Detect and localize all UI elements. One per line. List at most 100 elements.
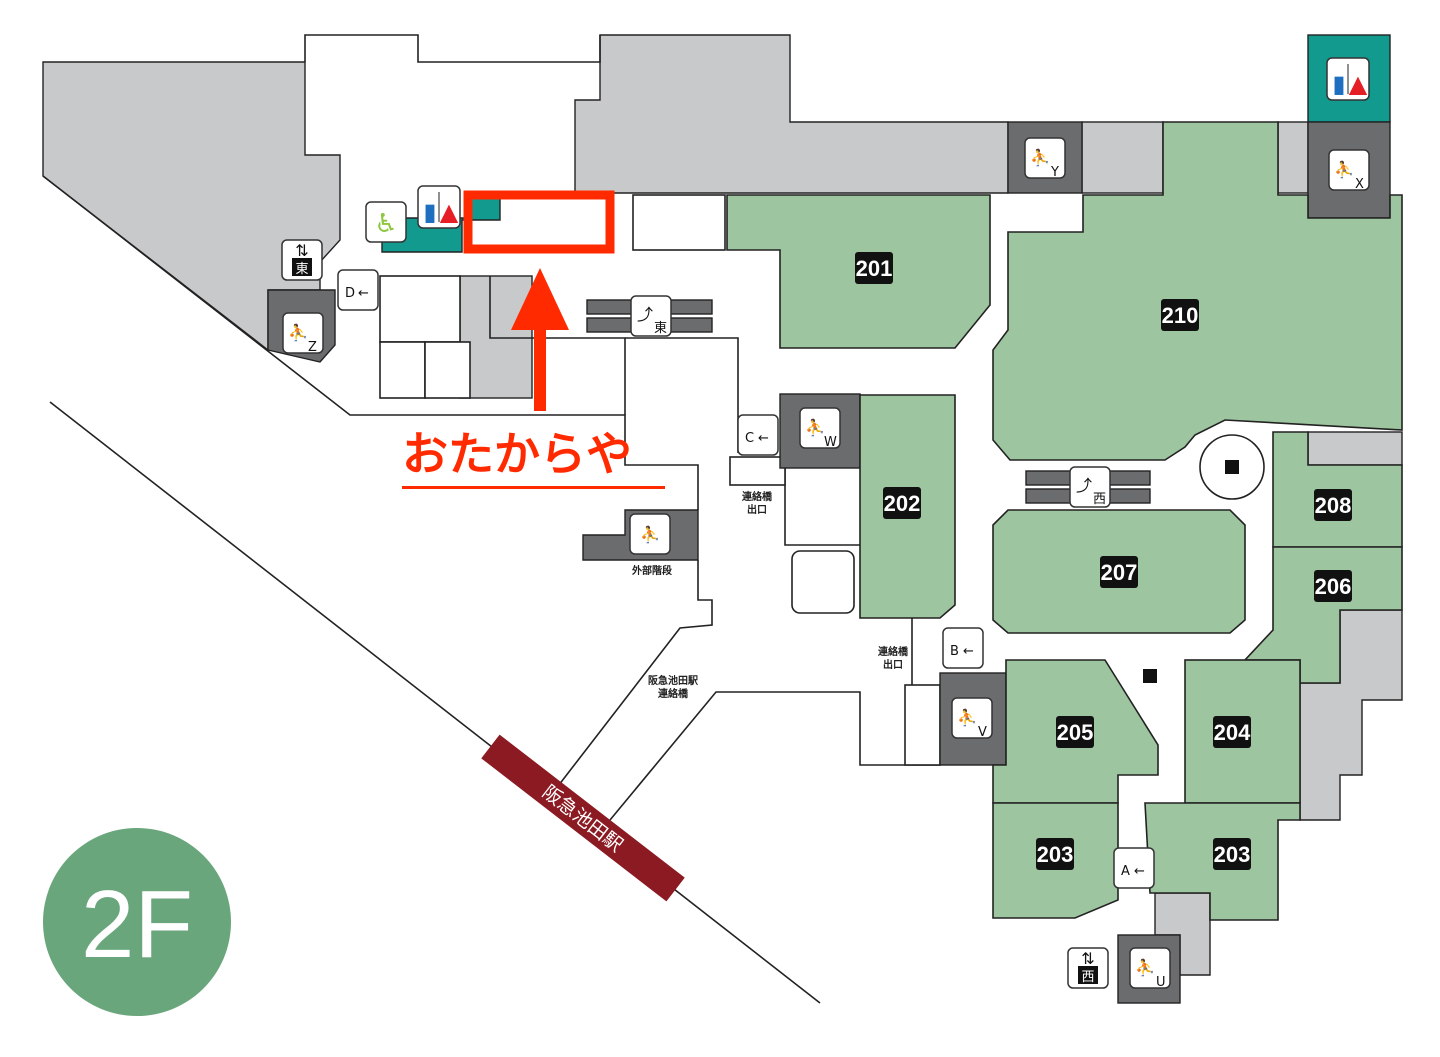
svg-text:D: D: [345, 286, 355, 301]
svg-text:204: 204: [1214, 720, 1251, 745]
building-outline-west: [42, 175, 699, 510]
room-label-210: 210: [1161, 299, 1199, 331]
elevator-west-icon[interactable]: ⇅西: [1067, 947, 1109, 989]
corridor-outline: [554, 560, 713, 791]
arrow-up-icon: [511, 268, 569, 411]
room-block: [632, 194, 726, 251]
svg-text:←: ←: [1134, 864, 1145, 879]
escalator-west-icon[interactable]: ⤴西: [1069, 466, 1111, 508]
svg-text:206: 206: [1315, 574, 1352, 599]
corridor-outline-2: [609, 691, 940, 821]
exit-a-icon[interactable]: A←: [1113, 847, 1155, 889]
exit-b-icon[interactable]: B←: [942, 627, 984, 669]
stairs-z-icon[interactable]: ⛹Z: [282, 312, 324, 355]
svg-text:W: W: [824, 435, 837, 450]
escalator-east-icon[interactable]: ⤴東: [630, 295, 672, 337]
station-label: 阪急池田駅: [538, 781, 627, 857]
svg-text:西: 西: [1081, 970, 1094, 985]
svg-text:⛹: ⛹: [640, 525, 660, 544]
stairs-u-icon[interactable]: ⛹U: [1129, 947, 1171, 990]
svg-text:B: B: [950, 644, 959, 659]
svg-text:⇅: ⇅: [1081, 949, 1094, 968]
stairs-y-icon[interactable]: ⛹Y: [1024, 137, 1066, 180]
highlight-box: [463, 190, 615, 254]
svg-text:▲: ▲: [440, 198, 459, 226]
shop-210[interactable]: [992, 121, 1403, 461]
external-stairs-label: 外部階段: [631, 564, 672, 577]
svg-text:203: 203: [1214, 842, 1251, 867]
wall: [49, 401, 821, 1004]
room-label-207: 207: [1100, 556, 1138, 588]
svg-text:X: X: [1355, 177, 1364, 192]
elevator-east-icon[interactable]: ⇅東: [281, 239, 323, 281]
svg-text:203: 203: [1037, 842, 1074, 867]
svg-text:東: 東: [654, 320, 667, 336]
restroom-icon: ▮▲: [417, 185, 461, 229]
building-outline-north: [304, 34, 601, 63]
exit-d-icon[interactable]: D←: [337, 269, 379, 311]
bridge-exit-label: 連絡橋: [742, 490, 773, 503]
svg-text:C: C: [745, 431, 754, 446]
svg-text:V: V: [978, 725, 987, 740]
shop-name-label: おたからや: [402, 427, 632, 481]
external-stairs-icon[interactable]: ⛹: [629, 513, 671, 555]
restroom-icon: ▮▲: [1326, 57, 1370, 101]
svg-text:東: 東: [295, 261, 308, 277]
kiosk: [791, 550, 855, 614]
bridge-exit-label: 出口: [883, 658, 903, 671]
stairs-x-icon[interactable]: ⛹X: [1328, 149, 1370, 192]
svg-text:⇅: ⇅: [295, 241, 308, 260]
svg-text:U: U: [1156, 975, 1166, 990]
svg-text:201: 201: [856, 256, 893, 281]
stairs-w-icon[interactable]: ⛹W: [799, 407, 841, 450]
svg-text:⛹: ⛹: [1135, 958, 1155, 977]
room-label-203-east: 203: [1213, 838, 1251, 870]
shop-206[interactable]: [1243, 546, 1403, 684]
svg-text:♿: ♿: [374, 209, 397, 239]
shop-name-underline: [402, 486, 665, 489]
svg-text:▮: ▮: [423, 198, 436, 226]
svg-text:202: 202: [884, 491, 921, 516]
hankyu-ikeda-station[interactable]: 阪急池田駅: [481, 734, 685, 902]
room-label-204: 204: [1213, 716, 1251, 748]
svg-text:⤴: ⤴: [637, 305, 653, 324]
room-label-205: 205: [1056, 716, 1094, 748]
stairs-v-icon[interactable]: ⛹V: [951, 697, 993, 740]
room-label-203-west: 203: [1036, 838, 1074, 870]
room-outline: [625, 337, 739, 453]
svg-text:←: ←: [758, 431, 769, 446]
hankyu-bridge-label: 連絡橋: [658, 687, 689, 700]
room-label-208: 208: [1314, 489, 1352, 521]
accessible-restroom-icon: ♿: [365, 201, 407, 243]
room-outline: [489, 276, 626, 415]
backyard-area-y: [1081, 121, 1164, 194]
info-marker: [1143, 669, 1157, 683]
room-block: [379, 341, 426, 399]
bridge-exit-c-gate: [729, 456, 786, 486]
svg-text:Y: Y: [1050, 165, 1059, 180]
floor-label: 2F: [81, 871, 193, 978]
room-label-201: 201: [855, 252, 893, 284]
room-label-202: 202: [883, 487, 921, 519]
room-block: [424, 341, 471, 399]
svg-text:▲: ▲: [1349, 70, 1368, 98]
svg-text:⛹: ⛹: [805, 418, 825, 437]
backyard-area-208: [1307, 431, 1403, 466]
room-block: [379, 275, 461, 343]
svg-text:⛹: ⛹: [288, 323, 308, 342]
exit-c-icon[interactable]: C←: [737, 414, 779, 456]
floor-badge: 2F: [43, 828, 231, 1016]
svg-text:西: 西: [1093, 492, 1106, 507]
info-marker: [1225, 460, 1239, 474]
svg-text:▮: ▮: [1332, 70, 1345, 98]
svg-text:⛹: ⛹: [1030, 148, 1050, 167]
svg-text:←: ←: [963, 644, 974, 659]
hankyu-bridge-label: 阪急池田駅: [648, 674, 699, 687]
bridge-exit-b-gate: [904, 684, 941, 766]
backyard-area-x: [1277, 121, 1309, 194]
svg-text:A: A: [1121, 864, 1130, 879]
svg-text:⛹: ⛹: [957, 708, 977, 727]
svg-text:←: ←: [358, 286, 369, 301]
svg-text:208: 208: [1315, 493, 1352, 518]
